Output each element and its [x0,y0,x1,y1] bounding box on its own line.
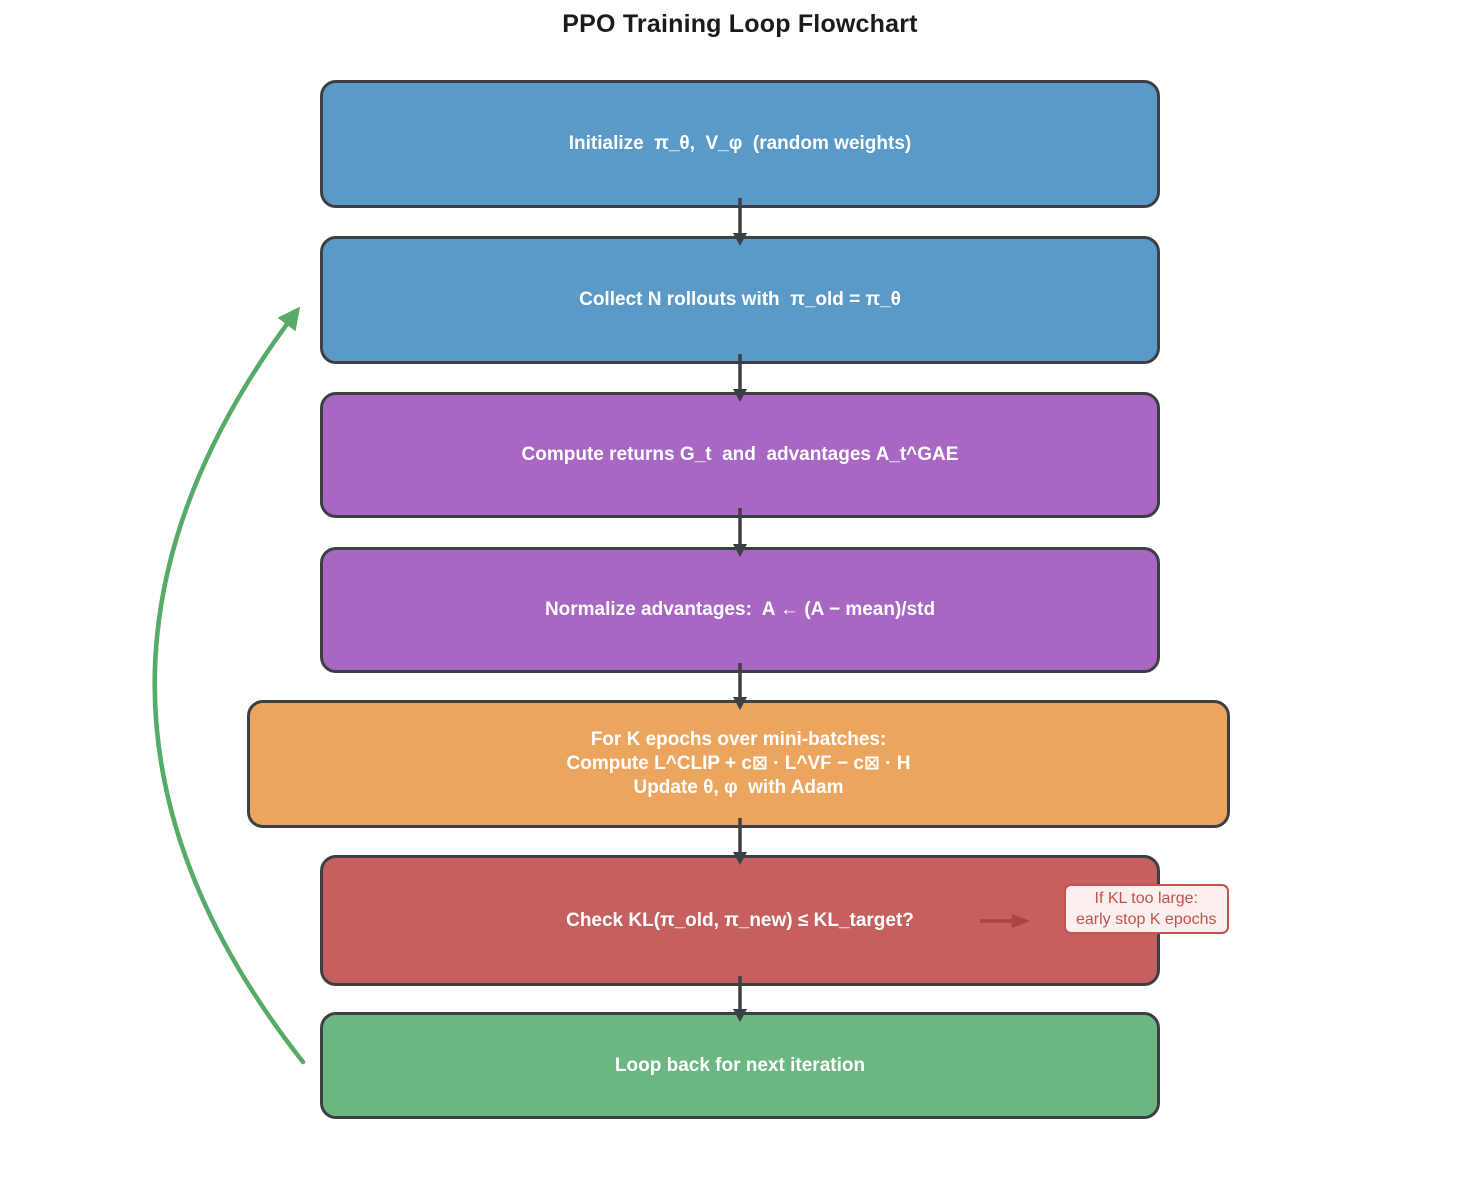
node-compute-returns-label: Compute returns G_t and advantages A_t^G… [521,444,959,465]
node-epoch-update: For K epochs over mini-batches: Compute … [247,700,1230,828]
node-kl-check: Check KL(π_old, π_new) ≤ KL_target? [320,855,1160,986]
node-epoch-update-line3: Update θ, φ with Adam [633,777,844,798]
node-normalize-advantages-label: Normalize advantages: A ← (A − mean)/std [544,599,936,620]
kl-early-stop-note: If KL too large: early stop K epochs [1064,884,1229,934]
node-loop-back-label: Loop back for next iteration [614,1054,866,1076]
node-initialize: Initialize π_θ, V_φ (random weights) [320,80,1160,208]
node-kl-check-label: Check KL(π_old, π_new) ≤ KL_target? [566,909,914,931]
node-compute-returns: Compute returns G_t and advantages A_t^G… [320,392,1160,518]
page-title: PPO Training Loop Flowchart [562,10,918,38]
node-collect-rollouts: Collect N rollouts with π_old = π_θ [320,236,1160,364]
kl-early-stop-note-line2: early stop K epochs [1076,911,1217,928]
node-collect-rollouts-label: Collect N rollouts with π_old = π_θ [579,289,901,310]
kl-early-stop-note-line1: If KL too large: [1094,890,1198,907]
node-loop-back: Loop back for next iteration [320,1012,1160,1119]
loop-back-arrow [152,306,306,1065]
node-epoch-update-line1: For K epochs over mini-batches: [590,729,887,750]
node-epoch-update-line2: Compute L^CLIP + c⊠ · L^VF − c⊠ · H [566,753,911,774]
node-normalize-advantages: Normalize advantages: A ← (A − mean)/std [320,547,1160,673]
node-initialize-label: Initialize π_θ, V_φ (random weights) [568,133,912,154]
